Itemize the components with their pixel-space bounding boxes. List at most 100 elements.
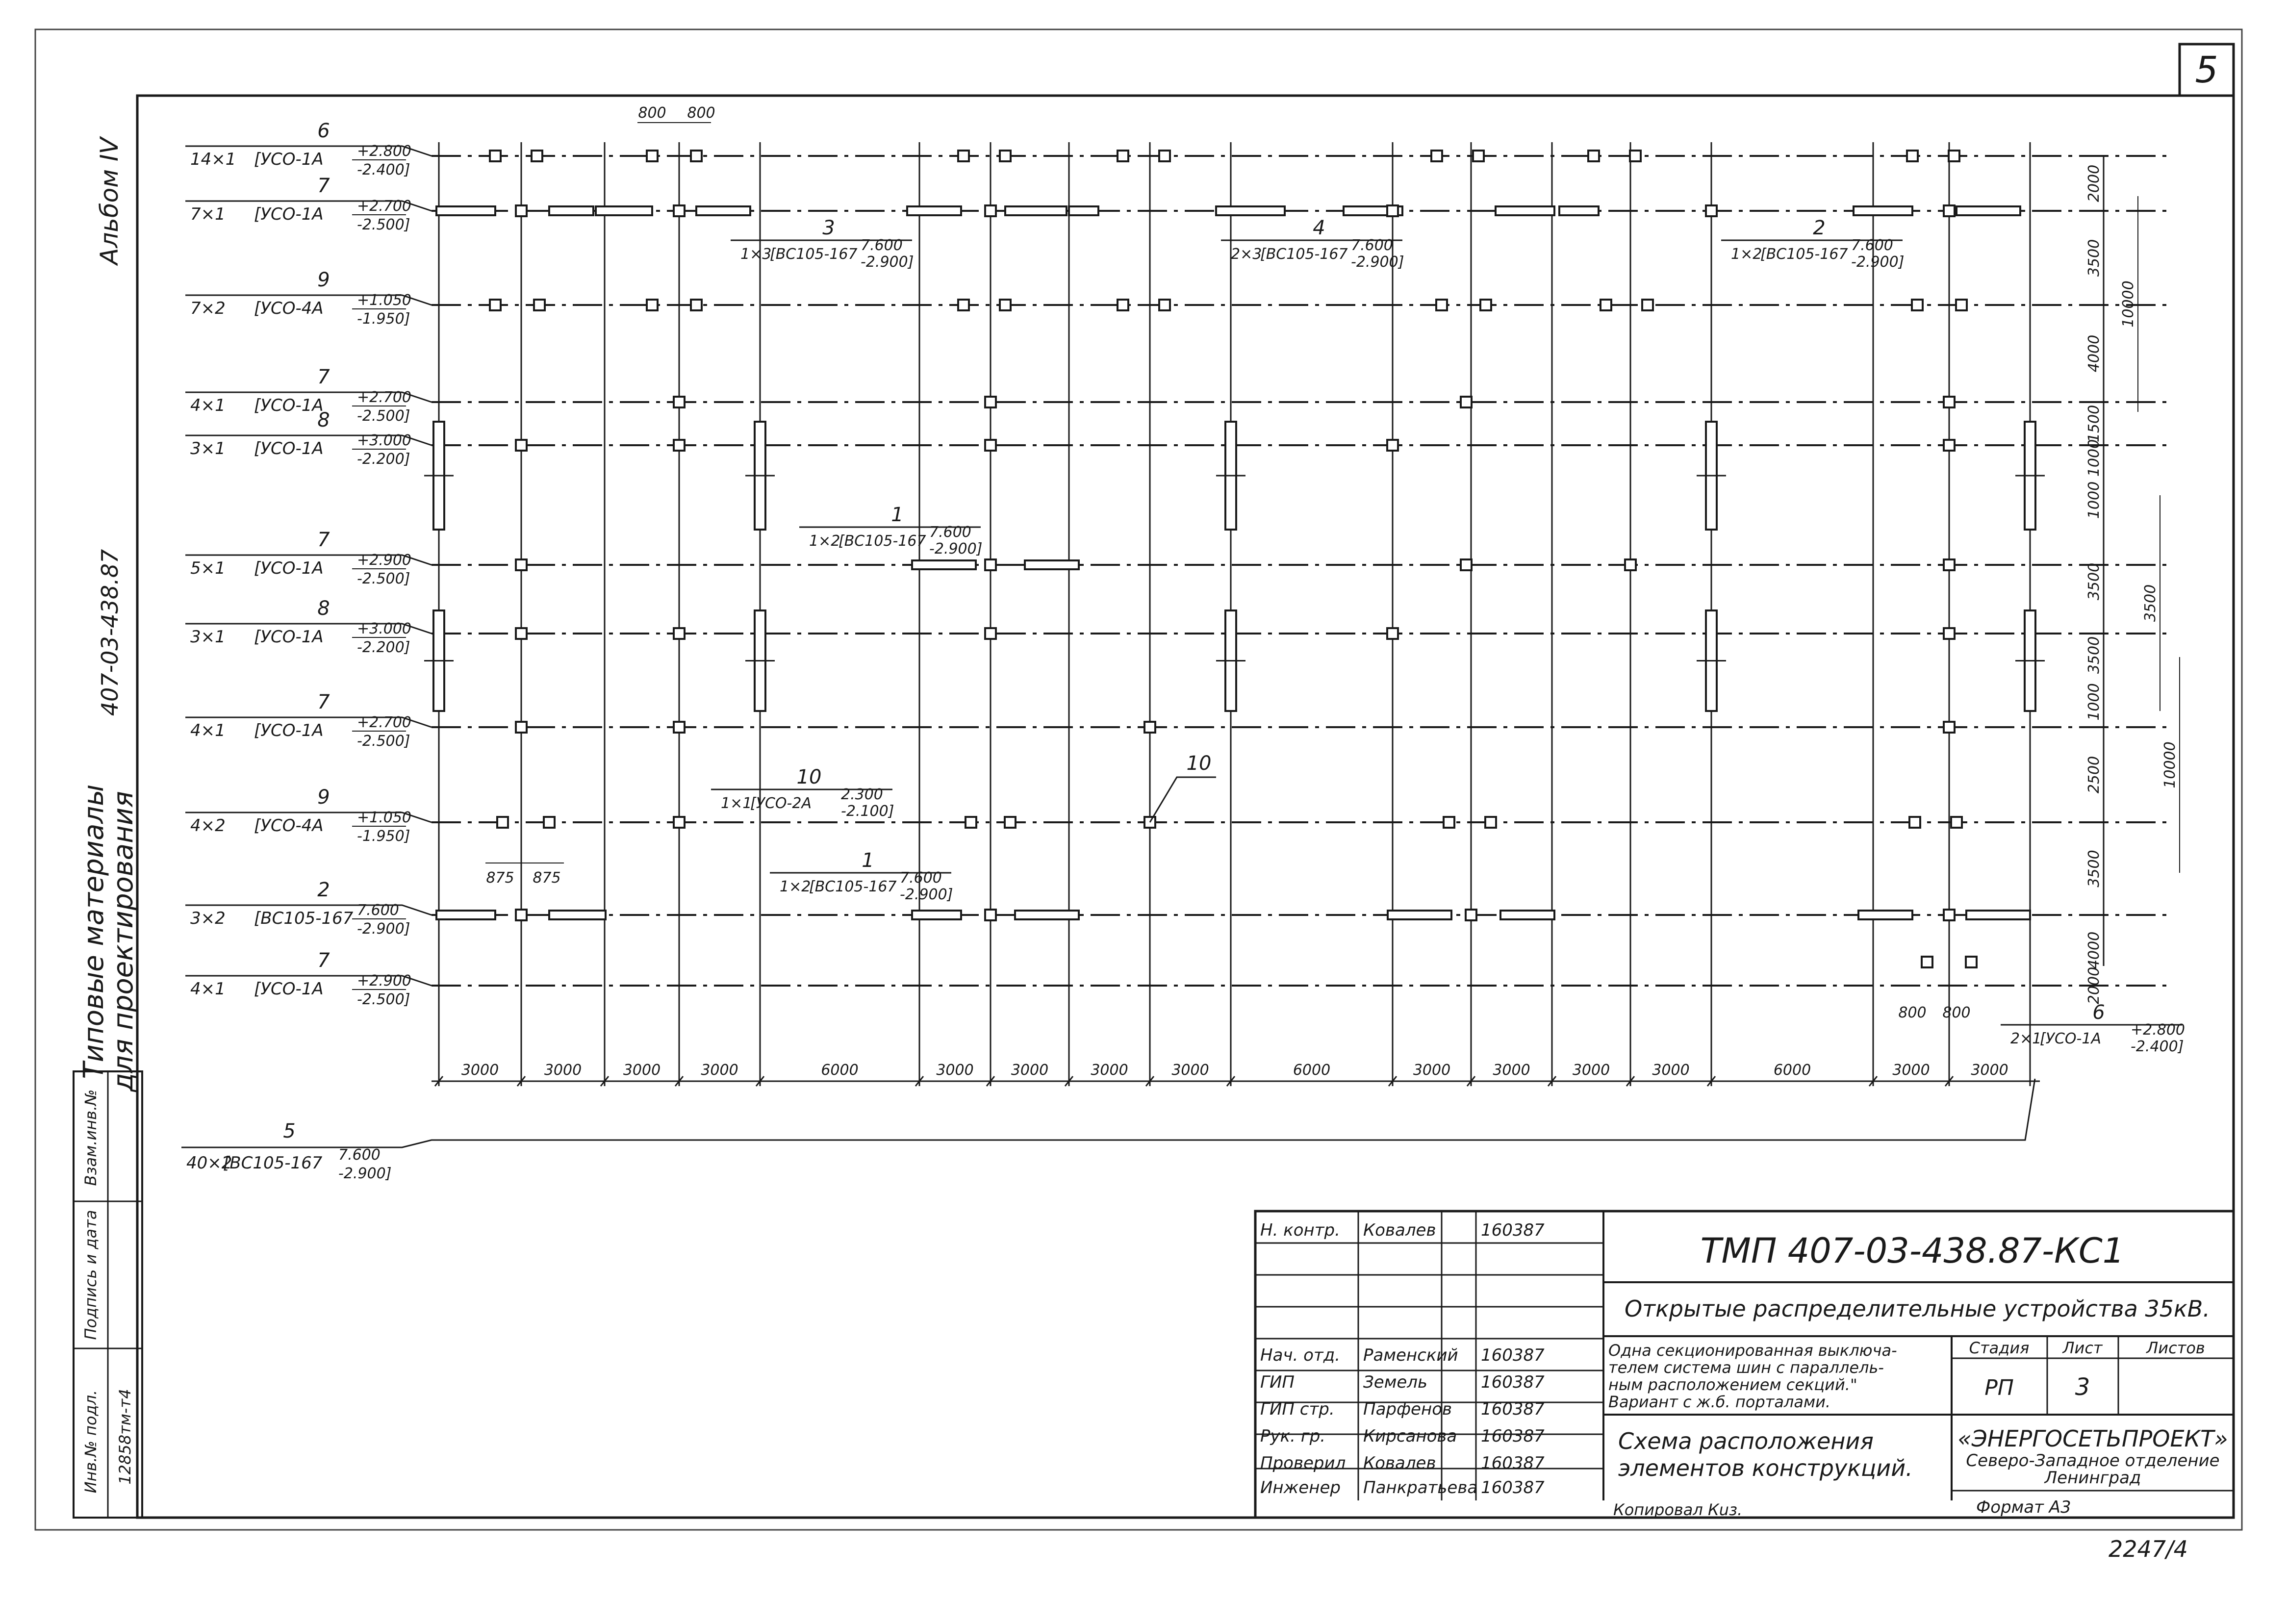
- signature-name: Кирсанова: [1363, 1426, 1457, 1446]
- bottom-label-leader: [181, 1078, 2036, 1148]
- footing-node: [1948, 150, 1960, 162]
- org-city: Ленинград: [2044, 1468, 2141, 1488]
- dimension-tick: [1145, 1076, 1155, 1087]
- beam-element: [1499, 910, 1555, 920]
- dimension-tick: [1466, 1076, 1476, 1087]
- callout-number: 6: [2092, 1001, 2105, 1024]
- footing-node: [1955, 299, 1968, 311]
- dimension-text: 2000: [2085, 967, 2103, 1004]
- callout-minus: -2.900]: [1351, 254, 1404, 271]
- footing-node: [1443, 816, 1455, 829]
- stage-value: РП: [1984, 1375, 2014, 1400]
- footing-node: [1943, 204, 1956, 217]
- footing-node: [1460, 558, 1473, 571]
- footing-node: [999, 150, 1012, 162]
- row-label-type: [УСО-1А: [254, 396, 324, 415]
- row-label-number: 7: [317, 949, 330, 972]
- dimension-text: 1000: [2085, 683, 2103, 720]
- callout-plus: 7.600: [1351, 237, 1393, 254]
- footing-node: [1943, 396, 1956, 408]
- title-block: [1254, 1210, 2235, 1519]
- row-label-leader: [185, 554, 432, 566]
- callout-type: [УСО-2А: [750, 795, 812, 812]
- row-label-type: [УСО-1А: [254, 150, 324, 169]
- row-label-minus: -2.500]: [357, 991, 410, 1008]
- dimension-text: 3000: [1971, 1062, 2008, 1079]
- footing-node: [957, 299, 970, 311]
- row-label-plus: +2.900: [357, 552, 411, 569]
- callout-qty: 1×2: [809, 533, 840, 550]
- footing-node: [1921, 956, 1933, 968]
- callout-qty: 2×1: [2010, 1030, 2041, 1047]
- row-label-minus: -2.200]: [357, 451, 410, 468]
- beam-element: [1965, 910, 2031, 920]
- beam-element: [695, 205, 751, 216]
- row-label-leader: [185, 145, 432, 157]
- footing-node: [533, 299, 546, 311]
- sheet-value: 3: [2075, 1373, 2090, 1401]
- beam-element: [1215, 205, 1286, 216]
- signature-date: 160387: [1481, 1453, 1545, 1473]
- footing-node: [1943, 627, 1956, 640]
- signature-role: Нач. отд.: [1260, 1345, 1340, 1365]
- row-label-number: 6: [317, 120, 330, 142]
- dimension-tick: [1706, 1076, 1716, 1087]
- callout-type: [ВС105-167: [1760, 246, 1848, 263]
- dimension-text: 800: [638, 104, 666, 122]
- signature-role: Рук. гр.: [1260, 1426, 1325, 1446]
- row-label-plus: +1.050: [357, 292, 411, 309]
- row-label-qty: 14×1: [190, 150, 236, 169]
- sheet-frame: [34, 28, 2243, 1531]
- signature-role: ГИП стр.: [1260, 1399, 1335, 1419]
- description-line-2: телем система шин с параллель-: [1608, 1358, 1884, 1377]
- drawing-title-line-1: Схема расположения: [1618, 1428, 1874, 1454]
- beam-element: [911, 559, 977, 570]
- footing-node: [1943, 439, 1956, 452]
- stamp-sign-label: Подпись и дата: [81, 1210, 100, 1340]
- beam-element: [1558, 205, 1600, 216]
- beam-element: [1956, 205, 2021, 216]
- footing-node: [1624, 558, 1637, 571]
- dimension-tick: [915, 1076, 924, 1087]
- row-label-number: 2: [317, 879, 330, 901]
- doc-code-label: 407-03-438.87: [97, 549, 123, 716]
- beam-element: [1853, 205, 1913, 216]
- footing-node: [1950, 816, 1963, 829]
- signature-name: Панкратьева: [1363, 1478, 1477, 1497]
- footing-node: [543, 816, 556, 829]
- stamp-inv-label: Инв.№ подл.: [81, 1390, 100, 1494]
- row-label-number: 7: [317, 691, 330, 713]
- footing-node: [1117, 299, 1129, 311]
- signature-date: 160387: [1481, 1399, 1545, 1419]
- signature-date: 160387: [1481, 1345, 1545, 1365]
- signature-role: ГИП: [1260, 1372, 1295, 1392]
- signature-name: Ковалев: [1363, 1220, 1436, 1240]
- footing-node: [673, 816, 686, 829]
- beam-element: [435, 910, 496, 920]
- callout-minus: -2.900]: [929, 540, 982, 558]
- footing-node: [1705, 204, 1718, 217]
- dimension-text: 3000: [623, 1062, 661, 1079]
- row-label-qty: 4×1: [190, 396, 226, 415]
- callout-number: 10: [1187, 752, 1212, 775]
- footing-node: [984, 439, 997, 452]
- footing-node: [690, 299, 703, 311]
- row-label-leader: [185, 716, 432, 728]
- dimension-text: 800: [1942, 1004, 1970, 1021]
- footing-node: [957, 150, 970, 162]
- callout-qty: 1×2: [780, 878, 811, 895]
- footing-node: [646, 299, 659, 311]
- footing-node: [1465, 909, 1477, 921]
- footing-node: [1629, 150, 1642, 162]
- footing-node: [984, 909, 997, 921]
- dimension-tick: [986, 1076, 995, 1087]
- row-label-type: [УСО-1А: [254, 721, 324, 740]
- footing-node: [646, 150, 659, 162]
- beam-element: [1024, 559, 1080, 570]
- dimension-text: 800: [1898, 1004, 1926, 1021]
- beam-element: [911, 910, 962, 920]
- beam-element: [1014, 910, 1080, 920]
- footing-node: [515, 721, 528, 734]
- row-label-type: [ВС105-167: [254, 909, 354, 928]
